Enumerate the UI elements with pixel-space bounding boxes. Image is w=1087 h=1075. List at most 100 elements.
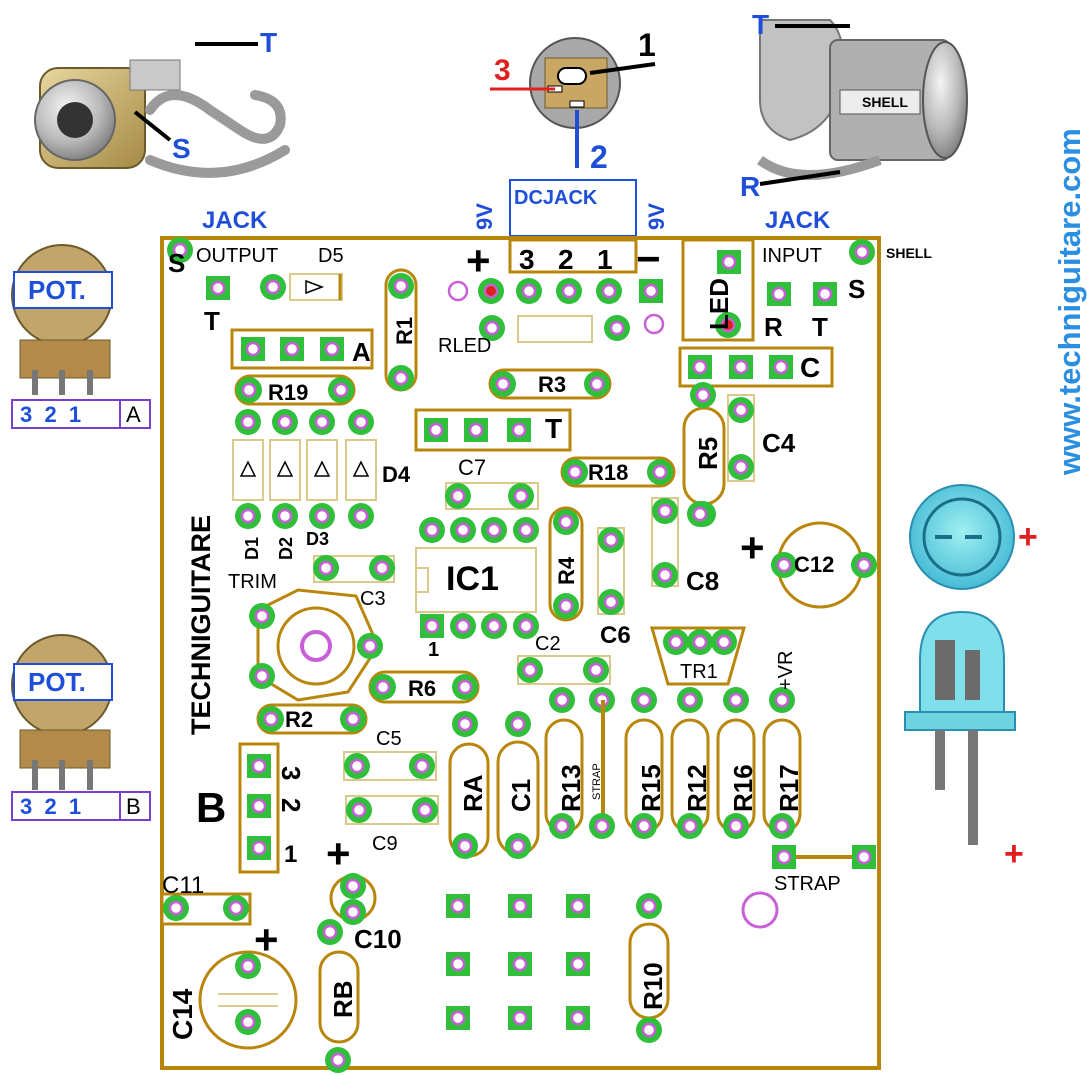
b1-label: 1 xyxy=(284,841,297,868)
hole xyxy=(741,891,779,929)
r15-label: R15 xyxy=(636,764,666,812)
pad-input-label: INPUT xyxy=(762,245,822,267)
pad-hole xyxy=(695,387,711,403)
b-label: B xyxy=(196,784,226,831)
pad-hole xyxy=(314,508,330,524)
pad-hole xyxy=(351,802,367,818)
pad-hole xyxy=(668,634,684,650)
pad-hole xyxy=(733,459,749,475)
pad-hole xyxy=(570,1010,586,1026)
pot-b-pins: 3 2 1 xyxy=(20,794,81,819)
pad-hole xyxy=(324,341,340,357)
pad-hole xyxy=(609,320,625,336)
pad-hole xyxy=(512,956,528,972)
pad-hole xyxy=(168,900,184,916)
pad-hole xyxy=(561,283,577,299)
pad-hole xyxy=(771,286,787,302)
pad-hole xyxy=(345,711,361,727)
pad-hole xyxy=(455,618,471,634)
pad-hole xyxy=(424,522,440,538)
pad-hole xyxy=(251,840,267,856)
right-jack-tip-label: T xyxy=(752,9,769,40)
r4-label: R4 xyxy=(554,556,579,585)
led-plus-top: + xyxy=(1018,518,1038,556)
d1-label: D1 xyxy=(242,537,262,560)
r1-label: R1 xyxy=(392,317,417,345)
pad-hole xyxy=(558,514,574,530)
pad-hole xyxy=(512,898,528,914)
output-jack-title: JACK xyxy=(202,207,268,234)
pot-a-letter: A xyxy=(126,402,141,427)
c12-label: C12 xyxy=(794,552,834,577)
pad-hole xyxy=(210,280,226,296)
led-label: LED xyxy=(704,278,734,330)
pad-hole xyxy=(652,464,668,480)
pad-hole xyxy=(251,798,267,814)
ic1-notch xyxy=(415,567,429,593)
diode-symbol xyxy=(239,460,257,477)
pad-hole xyxy=(641,898,657,914)
pad-hole xyxy=(277,508,293,524)
pad-hole xyxy=(450,956,466,972)
rb-label: RB xyxy=(328,980,358,1018)
pad-hole xyxy=(774,818,790,834)
led-side-view xyxy=(904,610,1016,845)
pad-hole xyxy=(513,488,529,504)
left-jack-tip-label: T xyxy=(260,27,277,58)
pad-hole xyxy=(521,283,537,299)
r3-label: R3 xyxy=(538,372,566,397)
pad-hole xyxy=(594,818,610,834)
r17-label: R17 xyxy=(774,764,804,812)
pad-hole xyxy=(636,692,652,708)
pad-hole xyxy=(716,634,732,650)
pad-hole xyxy=(417,802,433,818)
diode-body xyxy=(232,439,264,501)
pad-hole xyxy=(601,283,617,299)
red-dot xyxy=(723,320,733,330)
dc-jack-pin2-label: 2 xyxy=(590,139,608,175)
diode-symbol xyxy=(305,279,325,295)
c1-label: C1 xyxy=(506,779,536,812)
rled-label: RLED xyxy=(438,335,491,357)
pad-hole xyxy=(353,414,369,430)
pad-hole xyxy=(554,692,570,708)
pad-hole xyxy=(657,567,673,583)
pot-b-letter: B xyxy=(126,794,141,819)
pad-hole xyxy=(240,508,256,524)
pad-output-label: OUTPUT xyxy=(196,245,278,267)
pot-b-image xyxy=(11,634,113,790)
r2-label: R2 xyxy=(285,707,313,732)
pot-b-title: POT. xyxy=(28,667,86,697)
trim-label: TRIM xyxy=(228,571,277,593)
pad-hole xyxy=(641,1022,657,1038)
tr1-label: TR1 xyxy=(680,661,718,683)
pad-hole xyxy=(486,618,502,634)
pad-hole xyxy=(636,818,652,834)
pad-hole xyxy=(570,956,586,972)
b3-label: 3 xyxy=(276,766,306,780)
dc-jack-pin3-label: 3 xyxy=(494,54,511,87)
c14-body xyxy=(198,950,298,1050)
pad-hole xyxy=(455,522,471,538)
pad-hole xyxy=(330,1052,346,1068)
pad-hole xyxy=(511,422,527,438)
pad-hole xyxy=(393,370,409,386)
pad-shell-label: SHELL xyxy=(886,245,932,261)
pad-hole xyxy=(241,382,257,398)
d4-label: D4 xyxy=(382,462,411,487)
pad-hole xyxy=(486,522,502,538)
pad-hole xyxy=(570,898,586,914)
hole xyxy=(447,280,469,302)
pad-hole xyxy=(856,557,872,573)
pad-hole xyxy=(692,634,708,650)
t-label: T xyxy=(545,413,562,444)
c5-label: C5 xyxy=(376,728,402,750)
pad-hole xyxy=(518,522,534,538)
pad-hole xyxy=(393,278,409,294)
r18-label: R18 xyxy=(588,460,628,485)
pad-hole xyxy=(450,1010,466,1026)
a-label: A xyxy=(352,337,371,367)
pad-hole xyxy=(245,341,261,357)
c4-label: C4 xyxy=(762,428,796,458)
